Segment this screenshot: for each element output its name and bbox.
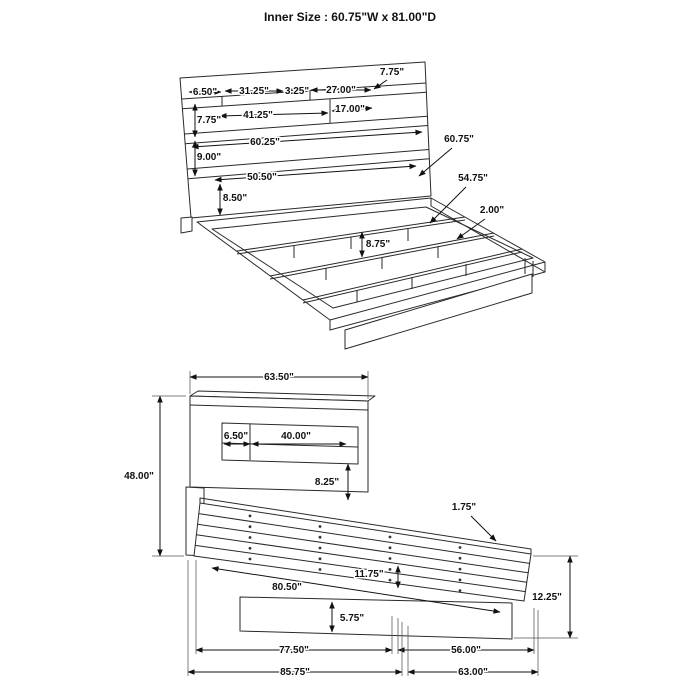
dim-inner-width: 60.75" xyxy=(444,134,474,145)
frame-inner-rails xyxy=(211,206,534,309)
dim-total-length: 85.75" xyxy=(280,667,310,678)
deck-rim xyxy=(199,497,532,554)
dim-shelf-section-3-width: 27.00" xyxy=(326,85,356,96)
dim-lower-panel-height: 9.00" xyxy=(197,152,221,163)
foot-corner-detail xyxy=(524,258,534,277)
front-perspective-view: 6.50" 31.25" 3.25" 27.00" 7.75" 41.25" 1… xyxy=(179,61,546,350)
dim-headboard-height: 48.00" xyxy=(124,471,154,482)
headboard-leg xyxy=(180,216,193,234)
bookcase-recess xyxy=(221,422,359,465)
frame-right-edge xyxy=(430,198,546,273)
dim-base-height: 5.75" xyxy=(340,613,364,624)
deck-plank-lines xyxy=(195,513,530,593)
dim-base-length: 77.50" xyxy=(279,645,309,656)
dim-headboard-width: 63.50" xyxy=(264,372,294,383)
dim-shelf-section-1-width: 6.50" xyxy=(193,87,217,98)
dim-upper-panel-height: 7.75" xyxy=(197,115,221,126)
side-view-dimensions: 63.50" 48.00" 6.50" 40.00" 8.25" 1.75" 8… xyxy=(123,371,578,680)
headboard-cap-line xyxy=(189,404,369,411)
dim-deck-length: 80.50" xyxy=(272,582,302,593)
dim-shelf-left-width: 6.50" xyxy=(224,431,248,442)
dim-shelf-section-2-width: 31.25" xyxy=(239,86,269,97)
dim-second-shelf-width: 41.25" xyxy=(243,110,273,121)
dim-second-shelf-right-width: 17.00" xyxy=(335,104,365,115)
dim-shelf-open-width: 40.00" xyxy=(281,431,311,442)
dim-platform-height: 12.25" xyxy=(532,592,562,603)
pedestal-base xyxy=(239,596,513,640)
frame-front-edge xyxy=(329,262,546,331)
dim-headboard-inner-width: 60.25" xyxy=(250,137,280,148)
dim-footprint-length: 63.00" xyxy=(458,667,488,678)
dim-slat-length: 54.75" xyxy=(458,173,488,184)
dim-frame-inner-width: 50.50" xyxy=(247,172,277,183)
platform-base xyxy=(344,273,533,350)
bed-frame xyxy=(196,197,546,350)
dim-shelf-divider-width: 3.25" xyxy=(285,86,309,97)
slat-support-legs xyxy=(293,229,467,302)
side-perspective-view: 63.50" 48.00" 6.50" 40.00" 8.25" 1.75" 8… xyxy=(123,371,578,680)
front-view-dimensions: 6.50" 31.25" 3.25" 27.00" 7.75" 41.25" 1… xyxy=(188,66,506,258)
dim-plank-spacing: 11.75" xyxy=(354,569,383,580)
dim-rail-spacing: 8.75" xyxy=(366,239,390,250)
dim-base-section-length: 56.00" xyxy=(451,645,481,656)
dim-frame-panel-height: 8.50" xyxy=(223,193,247,204)
dim-deck-lip-thickness: 1.75" xyxy=(452,502,476,513)
dim-rail-lip: 2.00" xyxy=(480,205,504,216)
page-title: Inner Size : 60.75"W x 81.00"D xyxy=(264,10,436,24)
dim-headboard-to-deck-height: 8.25" xyxy=(315,477,339,488)
dim-headboard-depth: 7.75" xyxy=(380,67,404,78)
